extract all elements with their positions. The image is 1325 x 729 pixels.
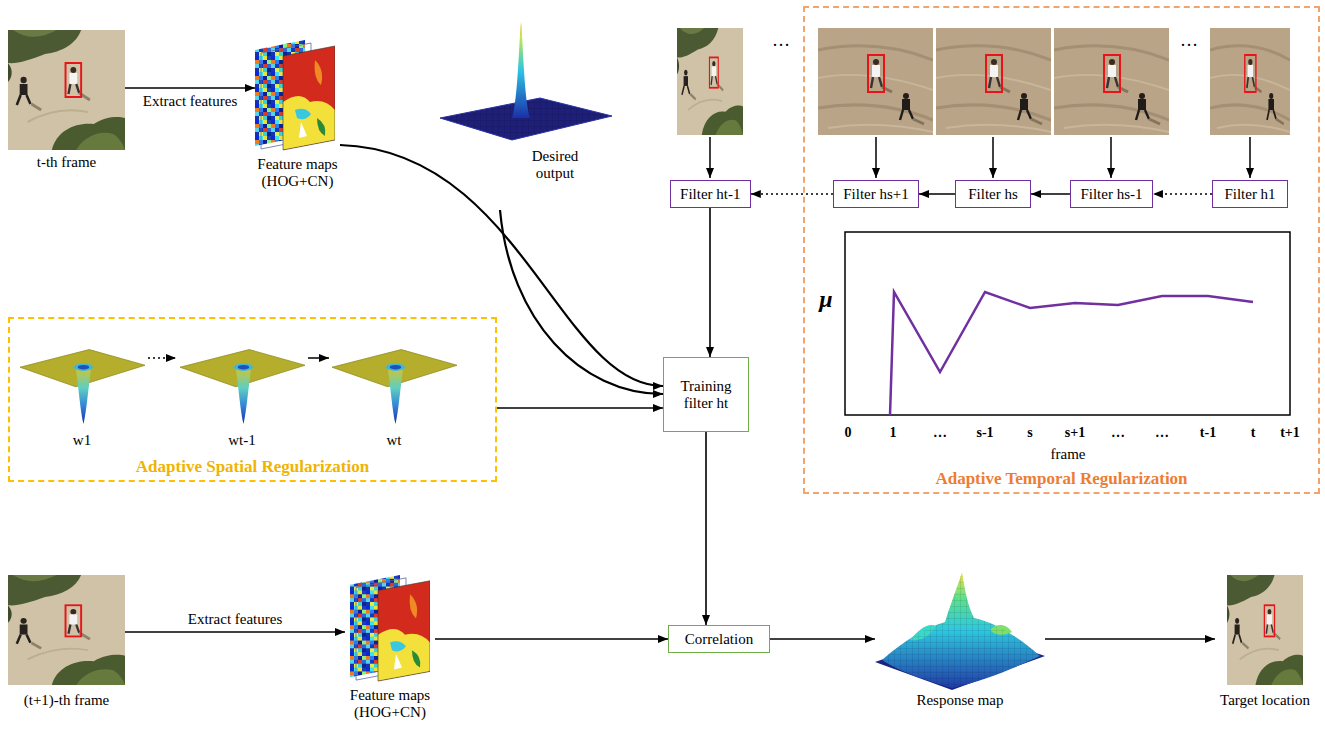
video-frame-image xyxy=(677,28,743,135)
video-frame: t-th frame xyxy=(8,30,125,174)
filter-box: Filter hs+1 xyxy=(833,180,919,208)
axis-tick: 1 xyxy=(890,425,897,441)
feature-maps: Feature maps (HOG+CN) xyxy=(345,575,435,723)
caption: Desired output xyxy=(518,148,592,182)
feature-maps: Feature maps (HOG+CN) xyxy=(255,40,340,192)
edge-label: Extract features xyxy=(141,93,240,110)
axis-tick: … xyxy=(1155,425,1169,441)
axis-tick: t xyxy=(1251,425,1256,441)
connector-arrow xyxy=(500,210,663,394)
weight-label: wt xyxy=(387,432,402,449)
response-map: Response map xyxy=(875,575,1045,712)
video-frame: (t+1)-th frame xyxy=(8,575,125,712)
desired-output: Desired output xyxy=(440,20,610,210)
video-frame-image xyxy=(936,28,1051,135)
filter-box: Filter ht-1 xyxy=(670,180,751,208)
frame-to-filter-arrows xyxy=(710,137,1250,178)
spatial-weight-surface xyxy=(332,350,457,424)
connector-arrow xyxy=(1045,638,1215,640)
chart-frame xyxy=(845,232,1290,415)
connector-arrow xyxy=(705,432,707,625)
filter-box: Filter hs-1 xyxy=(1070,180,1153,208)
connector-arrow xyxy=(497,407,663,409)
response-map-plot xyxy=(875,572,1045,690)
video-frame-image xyxy=(1054,28,1169,135)
axis-tick: t-1 xyxy=(1200,425,1216,441)
connector-arrow xyxy=(1031,193,1070,195)
ellipsis: … xyxy=(1180,30,1198,51)
box-text: Filter hs xyxy=(964,186,1022,203)
axis-label: μ xyxy=(819,286,832,314)
spatial-weight-surface xyxy=(180,350,305,424)
box-text: Training filter ht xyxy=(664,378,748,412)
feature-map-image xyxy=(255,40,345,152)
axis-tick: s xyxy=(1027,425,1032,441)
filter-box: Filter h1 xyxy=(1212,180,1288,208)
axis-tick: … xyxy=(933,425,947,441)
connector-arrow xyxy=(709,208,711,357)
ellipsis: … xyxy=(772,30,790,51)
caption: Target location xyxy=(1215,692,1315,709)
video-frame-image xyxy=(818,28,933,135)
connector-arrow xyxy=(125,631,345,633)
caption: Feature maps (HOG+CN) xyxy=(345,687,435,721)
axis-tick: s-1 xyxy=(976,425,993,441)
filter-box: Filter hs xyxy=(955,180,1031,208)
box-text: Filter hs-1 xyxy=(1076,186,1146,203)
connector-arrow xyxy=(919,193,955,195)
caption: t-th frame xyxy=(8,154,125,171)
axis-tick: t+1 xyxy=(1280,425,1300,441)
connector-arrow xyxy=(1153,193,1212,195)
spatial-regularization-region: Adaptive Spatial Regularization xyxy=(8,317,497,482)
video-frame-image xyxy=(8,575,125,685)
caption: Feature maps (HOG+CN) xyxy=(255,156,340,190)
connector-arrow xyxy=(340,145,663,386)
box-text: Correlation xyxy=(681,631,757,648)
caption: Response map xyxy=(875,692,1045,709)
video-frame-image xyxy=(1227,575,1303,685)
box-text: Filter hs+1 xyxy=(839,186,913,203)
weight-label: w1 xyxy=(73,432,91,449)
video-frame-image xyxy=(1210,28,1290,135)
desired-output-plot xyxy=(440,22,612,140)
sequence-arrow xyxy=(148,357,176,359)
weight-curve xyxy=(890,292,1253,415)
box-text: Filter ht-1 xyxy=(676,186,744,203)
edge-label: Extract features xyxy=(186,611,285,628)
connector-arrow xyxy=(435,638,668,640)
correlation-box: Correlation xyxy=(668,625,770,653)
axis-tick: … xyxy=(1111,425,1125,441)
axis-label: frame xyxy=(1051,446,1086,463)
region-title: Adaptive Spatial Regularization xyxy=(10,457,495,477)
box-text: Filter h1 xyxy=(1220,186,1279,203)
weight-label: wt-1 xyxy=(228,432,256,449)
sequence-arrow xyxy=(308,357,329,359)
training-box: Training filter ht xyxy=(663,357,749,432)
video-frame-image xyxy=(8,30,125,150)
connector-arrow xyxy=(751,193,833,195)
feature-map-image xyxy=(350,575,440,683)
axis-tick: 0 xyxy=(845,425,852,441)
caption: (t+1)-th frame xyxy=(8,692,125,709)
spatial-weight-surface xyxy=(20,350,145,424)
target-frame: Target location xyxy=(1215,575,1315,712)
region-title: Adaptive Temporal Regularization xyxy=(805,469,1318,489)
connector-arrow xyxy=(770,638,875,640)
connector-arrow xyxy=(125,87,255,89)
temporal-regularization-region: Adaptive Temporal Regularization Filter h… xyxy=(803,6,1320,494)
axis-tick: s+1 xyxy=(1065,425,1085,441)
